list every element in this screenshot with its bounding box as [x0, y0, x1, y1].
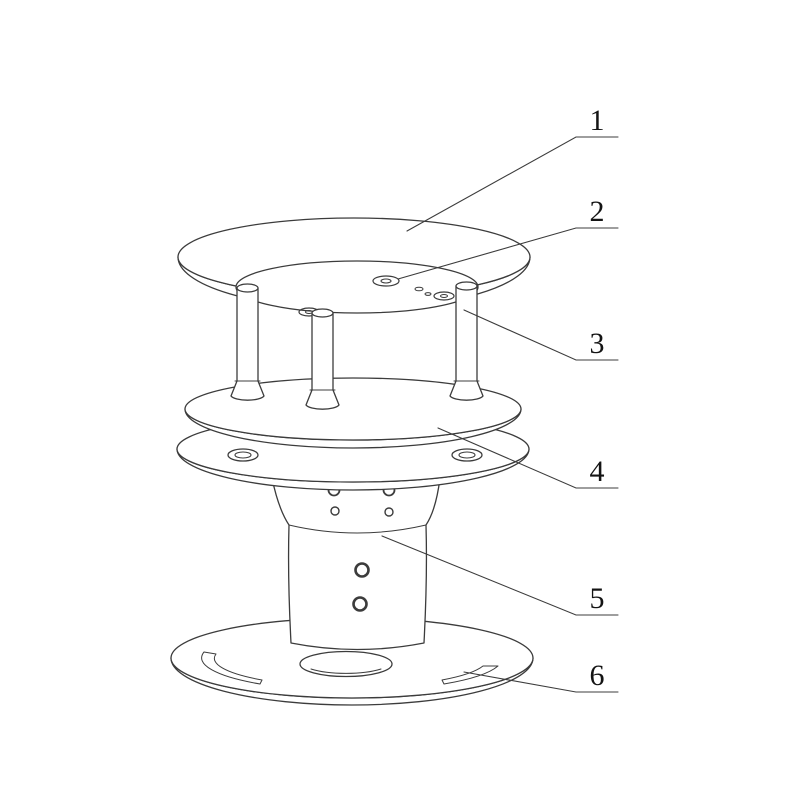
body-waist-seam [288, 524, 427, 534]
callout-3: 3 [463, 309, 619, 361]
support-column-middle [305, 308, 340, 410]
callouts: 1 2 3 4 5 6 [381, 104, 619, 693]
plate-hole-right [433, 291, 455, 301]
louver-plate-upper [184, 377, 522, 449]
callout-label-6: 6 [590, 659, 605, 692]
base-center-hole-depth-line [310, 668, 382, 674]
column-outline [305, 312, 340, 410]
plate-hole-right-inner [440, 294, 448, 298]
leader-line-4 [437, 427, 619, 489]
body-outline [271, 469, 441, 651]
top-underside-plate [235, 260, 479, 314]
column-outline [449, 285, 484, 401]
callout-label-3: 3 [590, 327, 605, 360]
column-outline [230, 287, 265, 401]
leader-line-6 [463, 671, 619, 693]
callout-label-2: 2 [590, 195, 605, 228]
body-center-hole [352, 596, 368, 612]
callout-label-5: 5 [590, 582, 605, 615]
callout-2: 2 [397, 195, 619, 280]
column-top [236, 283, 259, 293]
callout-6: 6 [463, 659, 619, 693]
base-center-hole [299, 650, 393, 678]
base-arc-slot-left [201, 651, 263, 685]
leader-line-1 [406, 136, 619, 232]
transducer-port-inner [380, 278, 392, 284]
body-center-hole [354, 562, 370, 578]
grommet-hole-right-inner [458, 451, 476, 459]
plate-screw-mark [414, 286, 424, 292]
leader-line-5 [381, 535, 619, 616]
support-column-left [230, 283, 265, 401]
column-top [455, 281, 478, 291]
callout-4: 4 [437, 427, 619, 489]
grommet-hole-left-inner [234, 451, 252, 459]
base-arc-slot-right [441, 665, 499, 685]
callout-label-4: 4 [590, 455, 605, 488]
plate-screw-mark [424, 292, 432, 296]
vent-hole-small [330, 506, 340, 516]
leader-line-3 [463, 309, 619, 361]
grommet-hole-right [451, 448, 483, 462]
column-top [311, 308, 334, 318]
mounting-base-plate [170, 617, 534, 706]
callout-5: 5 [381, 535, 619, 616]
louver-upper-surface [184, 377, 522, 441]
callout-label-1: 1 [590, 104, 605, 137]
base-plate-details [201, 650, 499, 685]
callout-1: 1 [406, 104, 619, 232]
grommet-hole-left [227, 448, 259, 462]
top-cap [177, 217, 531, 317]
transducer-port [372, 275, 400, 287]
support-columns [230, 281, 484, 410]
vent-hole-small [384, 507, 394, 517]
leader-line-2 [397, 227, 619, 280]
